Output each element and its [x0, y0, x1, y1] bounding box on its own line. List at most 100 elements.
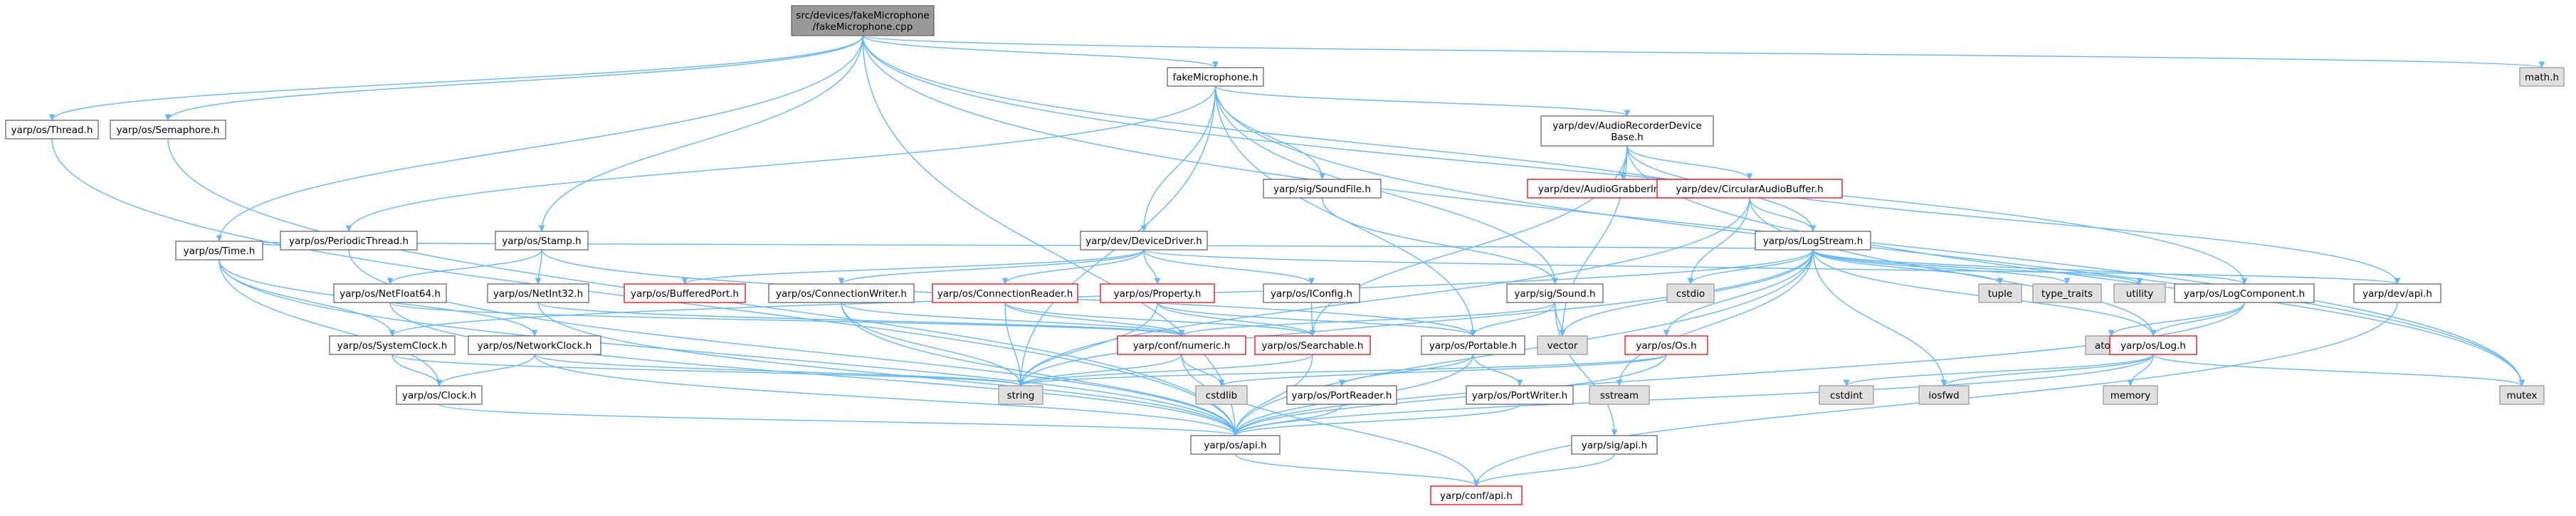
edge-arrow [1812, 249, 2143, 285]
edge-os_Os-to-string [1017, 354, 1667, 386]
node-label: utility [2126, 288, 2153, 300]
node-utility: utility [2113, 283, 2166, 303]
node-os-portwriter[interactable]: yarp/os/PortWriter.h [1466, 385, 1574, 405]
node-os-connectionreader[interactable]: yarp/os/ConnectionReader.h [932, 283, 1078, 303]
node-os-netint32[interactable]: yarp/os/NetInt32.h [487, 283, 589, 303]
edge-os_Clock-to-os_api [438, 404, 1239, 436]
node-box [1195, 385, 1248, 405]
edge-dev_AudioRecorder-to-dev_CircularAudio [1626, 145, 1753, 180]
node-dev-api[interactable]: yarp/dev/api.h [2353, 283, 2441, 303]
node-os-api[interactable]: yarp/os/api.h [1190, 435, 1281, 455]
node-box [1263, 179, 1382, 199]
node-os-networkclock[interactable]: yarp/os/NetworkClock.h [468, 335, 601, 355]
node-sig-api[interactable]: yarp/sig/api.h [1571, 435, 1658, 455]
edge-os_Property-to-string [1017, 302, 1158, 386]
node-label: yarp/os/ConnectionReader.h [937, 288, 1073, 300]
node-os-connectionwriter[interactable]: yarp/os/ConnectionWriter.h [768, 283, 915, 303]
node-fakemicrophone-h[interactable]: fakeMicrophone.h [1167, 67, 1264, 87]
node-conf-api[interactable]: yarp/conf/api.h [1430, 485, 1523, 505]
node-box [1624, 335, 1708, 355]
node-label: yarp/sig/Sound.h [1514, 288, 1595, 300]
node-os-portable[interactable]: yarp/os/Portable.h [1421, 335, 1525, 355]
node-label: yarp/os/Searchable.h [1262, 340, 1364, 352]
node-label: iosfwd [1928, 390, 1959, 401]
edge-os_ConnectionReader-to-conf_numeric [1004, 302, 1185, 337]
edge-arrow [1472, 354, 1523, 386]
nodes-layer: src/devices/fakeMicrophone/fakeMicrophon… [5, 5, 2565, 505]
node-box [1167, 67, 1264, 87]
edge-os_NetInt32-to-conf_numeric [537, 302, 1185, 337]
node-os-bufferedport[interactable]: yarp/os/BufferedPort.h [624, 283, 746, 303]
node-os-clock[interactable]: yarp/os/Clock.h [396, 385, 483, 405]
node-os-netfloat64[interactable]: yarp/os/NetFloat64.h [333, 283, 447, 303]
edge-arrow [1214, 85, 1631, 117]
edge-arrow [1214, 85, 1558, 285]
node-os-property[interactable]: yarp/os/Property.h [1100, 283, 1215, 303]
node-dev-devicedriver[interactable]: yarp/dev/DeviceDriver.h [1080, 231, 1208, 251]
edge-os_NetFloat64-to-conf_numeric [389, 302, 1185, 337]
node-label: src/devices/fakeMicrophone [796, 10, 929, 21]
node-os-semaphore[interactable]: yarp/os/Semaphore.h [110, 120, 226, 139]
node-label: memory [2110, 390, 2150, 401]
edge-arrow [862, 35, 2525, 386]
edge-arrow [438, 404, 1239, 436]
node-os-logstream[interactable]: yarp/os/LogStream.h [1755, 231, 1871, 251]
edge-os_LogStream-to-type_traits [1812, 249, 2071, 285]
node-os-os[interactable]: yarp/os/Os.h [1624, 335, 1708, 355]
edge-arrow [1687, 249, 1814, 285]
edge-dev_AudioRecorder-to-dev_api [1626, 145, 2401, 285]
edge-os_LogComponent-to-os_api [1232, 302, 2245, 436]
node-box [1918, 385, 1970, 405]
node-root[interactable]: src/devices/fakeMicrophone/fakeMicrophon… [791, 5, 935, 36]
edge-os_NetworkClock-to-os_Clock [436, 354, 535, 386]
edge-arrow [436, 354, 535, 386]
node-os-thread[interactable]: yarp/os/Thread.h [5, 120, 99, 139]
node-label: /fakeMicrophone.cpp [813, 21, 913, 33]
edge-dev_DeviceDriver-to-os_ConnectionWriter [838, 249, 1145, 285]
edge-fakeMicrophone_h-to-sig_Sound [1214, 85, 1558, 285]
edge-os_ConnectionWriter-to-os_api [841, 302, 1239, 436]
node-box [110, 120, 226, 139]
node-os-time[interactable]: yarp/os/Time.h [175, 241, 263, 260]
edge-arrow [389, 302, 1185, 337]
edge-arrow [862, 35, 1239, 436]
node-os-portreader[interactable]: yarp/os/PortReader.h [1286, 385, 1397, 405]
edge-os_ConnectionWriter-to-conf_numeric [841, 302, 1185, 337]
edge-arrow [681, 249, 1145, 285]
node-os-searchable[interactable]: yarp/os/Searchable.h [1254, 335, 1371, 355]
node-mutex: mutex [2499, 385, 2545, 405]
edge-arrow [1234, 453, 1480, 487]
node-conf-numeric[interactable]: yarp/conf/numeric.h [1117, 335, 1246, 355]
node-label: yarp/os/BufferedPort.h [631, 288, 739, 300]
node-os-stamp[interactable]: yarp/os/Stamp.h [495, 231, 589, 251]
node-label: yarp/sig/SoundFile.h [1273, 184, 1371, 195]
node-dev-circularaudio[interactable]: yarp/dev/CircularAudioBuffer.h [1656, 179, 1843, 199]
edge-os_PortReader-to-os_api [1232, 404, 1342, 436]
edge-os_NetInt32-to-os_api [537, 302, 1239, 436]
node-sig-sound[interactable]: yarp/sig/Sound.h [1506, 283, 1604, 303]
node-label: yarp/conf/api.h [1440, 490, 1513, 502]
edge-arrow [1470, 302, 1556, 337]
node-box [1080, 231, 1208, 251]
node-label: yarp/dev/api.h [2362, 288, 2432, 300]
node-box [932, 283, 1078, 303]
edge-arrow [1554, 302, 1618, 436]
node-sig-soundfile[interactable]: yarp/sig/SoundFile.h [1263, 179, 1382, 199]
edge-arrow [1157, 302, 1476, 337]
edge-arrow [535, 249, 542, 285]
edge-os_ConnectionReader-to-string [1004, 302, 1024, 386]
node-os-iconfig[interactable]: yarp/os/IConfig.h [1263, 283, 1360, 303]
edge-arrow [164, 35, 863, 121]
edge-arrow [391, 354, 1024, 386]
node-label: yarp/os/api.h [1204, 440, 1266, 451]
edge-os_LogComponent-to-atomic [2108, 302, 2245, 337]
edge-os_Stamp-to-os_NetInt32 [535, 249, 542, 285]
node-os-periodicthread[interactable]: yarp/os/PeriodicThread.h [280, 231, 418, 251]
node-os-log[interactable]: yarp/os/Log.h [2109, 335, 2197, 355]
node-box [1978, 283, 2022, 303]
node-os-logcomponent[interactable]: yarp/os/LogComponent.h [2174, 283, 2315, 303]
edge-os_Log-to-iosfwd [1940, 354, 2154, 386]
edge-arrow [1843, 354, 2154, 386]
node-os-systemclock[interactable]: yarp/os/SystemClock.h [329, 335, 456, 355]
